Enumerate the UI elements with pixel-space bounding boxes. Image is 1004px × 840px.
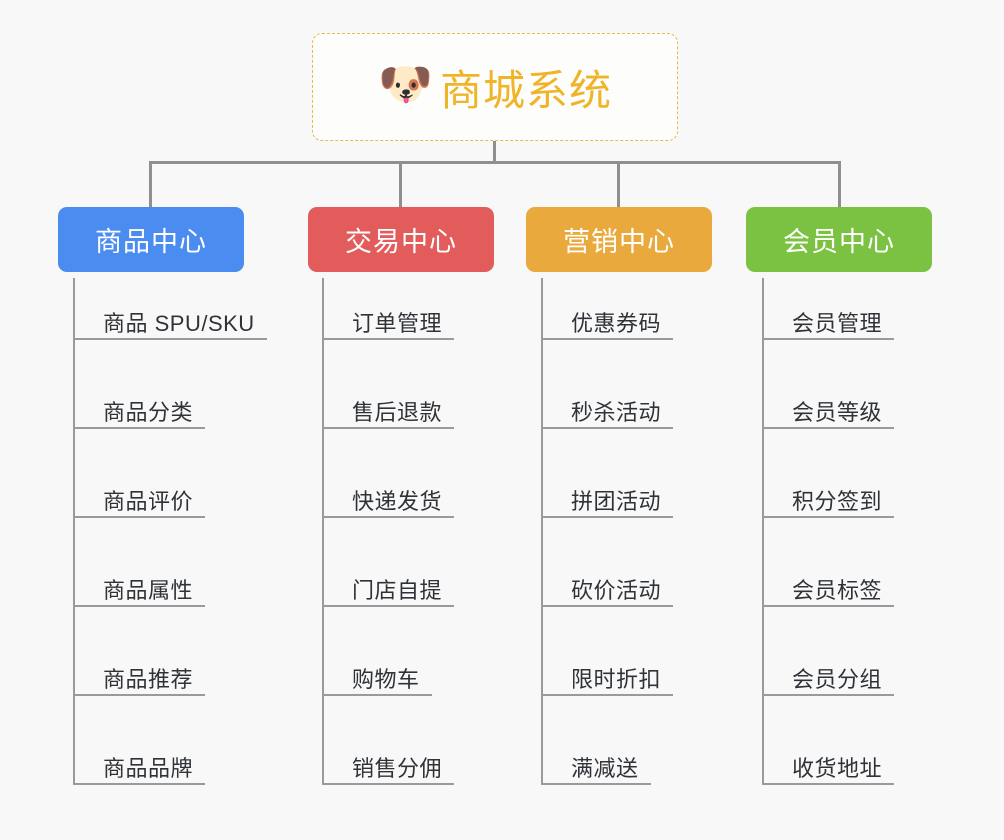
branch-trunk (541, 278, 543, 785)
leaf-item-label[interactable]: 会员管理 (792, 311, 883, 336)
leaf-item-label[interactable]: 限时折扣 (571, 667, 662, 692)
leaf-item-label[interactable]: 商品分类 (103, 400, 194, 425)
branch-trunk (322, 278, 324, 785)
leaf-connector (762, 427, 894, 429)
leaf-connector (73, 338, 267, 340)
leaf-item-label[interactable]: 快递发货 (352, 489, 443, 514)
dog-face-icon: 🐶 (377, 60, 433, 109)
leaf-item-label[interactable]: 满减送 (571, 756, 639, 781)
category-label: 营销中心 (563, 227, 675, 257)
leaf-connector (762, 516, 894, 518)
leaf-item-label[interactable]: 商品推荐 (103, 667, 194, 692)
branch-drop-marketing-center (617, 161, 620, 207)
leaf-connector (322, 338, 454, 340)
leaf-item-label[interactable]: 门店自提 (352, 578, 443, 603)
leaf-item-label[interactable]: 拼团活动 (571, 489, 662, 514)
leaf-item-label[interactable]: 商品属性 (103, 578, 194, 603)
leaf-item-label[interactable]: 会员等级 (792, 400, 883, 425)
category-label: 商品中心 (95, 227, 207, 257)
leaf-connector (73, 516, 205, 518)
category-box-product-center[interactable]: 商品中心 (58, 207, 244, 272)
category-label: 交易中心 (345, 227, 457, 257)
leaf-item-label[interactable]: 收货地址 (792, 756, 883, 781)
leaf-connector (541, 427, 673, 429)
leaf-connector (541, 338, 673, 340)
leaf-connector (541, 516, 673, 518)
leaf-connector (322, 427, 454, 429)
category-box-member-center[interactable]: 会员中心 (746, 207, 932, 272)
leaf-item-label[interactable]: 商品评价 (103, 489, 194, 514)
leaf-item-label[interactable]: 砍价活动 (571, 578, 662, 603)
branch-bus-horizontal (149, 161, 841, 164)
leaf-item-label[interactable]: 会员分组 (792, 667, 883, 692)
leaf-connector (322, 694, 432, 696)
leaf-item-label[interactable]: 订单管理 (352, 311, 443, 336)
leaf-connector (73, 427, 205, 429)
leaf-connector (541, 694, 673, 696)
root-title: 商城系统 (439, 66, 612, 114)
leaf-item-label[interactable]: 秒杀活动 (571, 400, 662, 425)
leaf-connector (762, 783, 894, 785)
category-box-trade-center[interactable]: 交易中心 (308, 207, 494, 272)
leaf-connector (541, 605, 673, 607)
leaf-item-label[interactable]: 商品品牌 (103, 756, 194, 781)
leaf-connector (73, 694, 205, 696)
leaf-connector (762, 605, 894, 607)
root-connector-vertical (493, 141, 496, 163)
leaf-connector (322, 516, 454, 518)
leaf-connector (762, 694, 894, 696)
category-label: 会员中心 (783, 227, 895, 257)
leaf-connector (73, 605, 205, 607)
leaf-item-label[interactable]: 会员标签 (792, 578, 883, 603)
leaf-item-label[interactable]: 售后退款 (352, 400, 443, 425)
leaf-item-label[interactable]: 优惠券码 (571, 311, 662, 336)
leaf-item-label[interactable]: 积分签到 (792, 489, 883, 514)
branch-drop-product-center (149, 161, 152, 207)
leaf-connector (541, 783, 651, 785)
category-box-marketing-center[interactable]: 营销中心 (526, 207, 712, 272)
leaf-item-label[interactable]: 购物车 (352, 667, 420, 692)
branch-trunk (73, 278, 75, 785)
leaf-connector (322, 605, 454, 607)
root-node[interactable]: 🐶 商城系统 (312, 33, 678, 141)
leaf-connector (73, 783, 205, 785)
branch-drop-trade-center (399, 161, 402, 207)
leaf-item-label[interactable]: 销售分佣 (352, 756, 443, 781)
leaf-item-label[interactable]: 商品 SPU/SKU (103, 311, 255, 336)
leaf-connector (322, 783, 454, 785)
leaf-connector (762, 338, 894, 340)
branch-drop-member-center (838, 161, 841, 207)
branch-trunk (762, 278, 764, 785)
